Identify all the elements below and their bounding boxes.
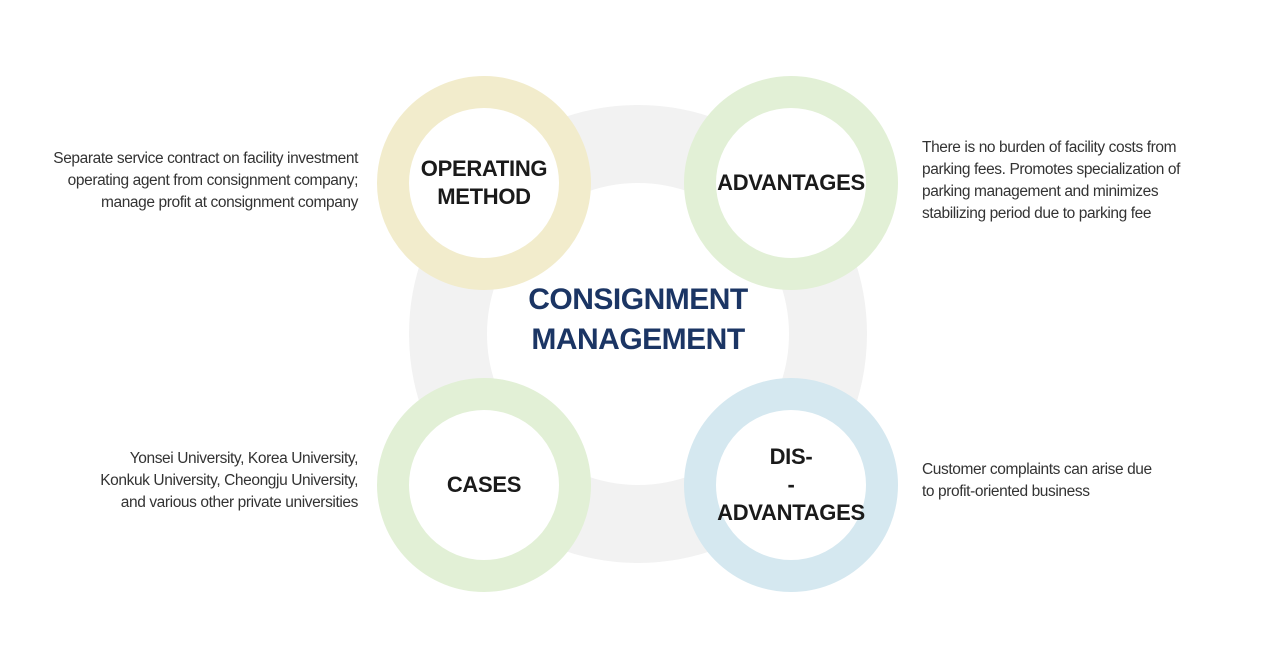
disadvantages-node: DIS- -ADVANTAGES	[684, 378, 898, 592]
cases-description: Yonsei University, Korea University, Kon…	[100, 448, 358, 514]
cases-description-line-2: Konkuk University, Cheongju University,	[100, 472, 358, 489]
outer-ring	[409, 105, 867, 563]
disadvantages-label-line-1: DIS-	[769, 444, 813, 469]
operating-method-description: Separate service contract on facility in…	[53, 148, 358, 214]
advantages-description: There is no burden of facility costs fro…	[922, 137, 1180, 225]
operating-method-label-line-2: METHOD	[437, 184, 531, 209]
advantages-label: ADVANTAGES	[717, 170, 865, 195]
advantages-description-line-1: There is no burden of facility costs fro…	[922, 139, 1177, 156]
advantages-description-line-2: parking fees. Promotes specialization of	[922, 161, 1180, 178]
operating-method-description-line-2: operating agent from consignment company…	[67, 172, 359, 189]
center-title-line-2: MANAGEMENT	[531, 323, 745, 356]
disadvantages-description-line-2: to profit-oriented business	[922, 483, 1090, 500]
center-title-line-1: CONSIGNMENT	[528, 283, 748, 316]
disadvantages-description-line-1: Customer complaints can arise due	[922, 461, 1152, 478]
operating-method-label-line-1: OPERATING	[420, 156, 548, 181]
operating-method-description-line-1: Separate service contract on facility in…	[53, 150, 358, 167]
center-title: CONSIGNMENT MANAGEMENT	[488, 280, 788, 360]
advantages-description-line-4: stabilizing period due to parking fee	[922, 205, 1152, 222]
cases-description-line-1: Yonsei University, Korea University,	[129, 450, 359, 467]
disadvantages-label-line-2: -ADVANTAGES	[717, 472, 865, 525]
advantages-node: ADVANTAGES	[684, 76, 898, 290]
cases-label: CASES	[446, 472, 522, 497]
cases-description-line-3: and various other private universities	[120, 494, 359, 511]
operating-method-description-line-3: manage profit at consignment company	[100, 194, 358, 211]
advantages-description-line-3: parking management and minimizes	[922, 183, 1159, 200]
operating-method-node: OPERATING METHOD	[377, 76, 591, 290]
cases-node: CASES	[377, 378, 591, 592]
disadvantages-description: Customer complaints can arise due to pro…	[922, 459, 1152, 503]
